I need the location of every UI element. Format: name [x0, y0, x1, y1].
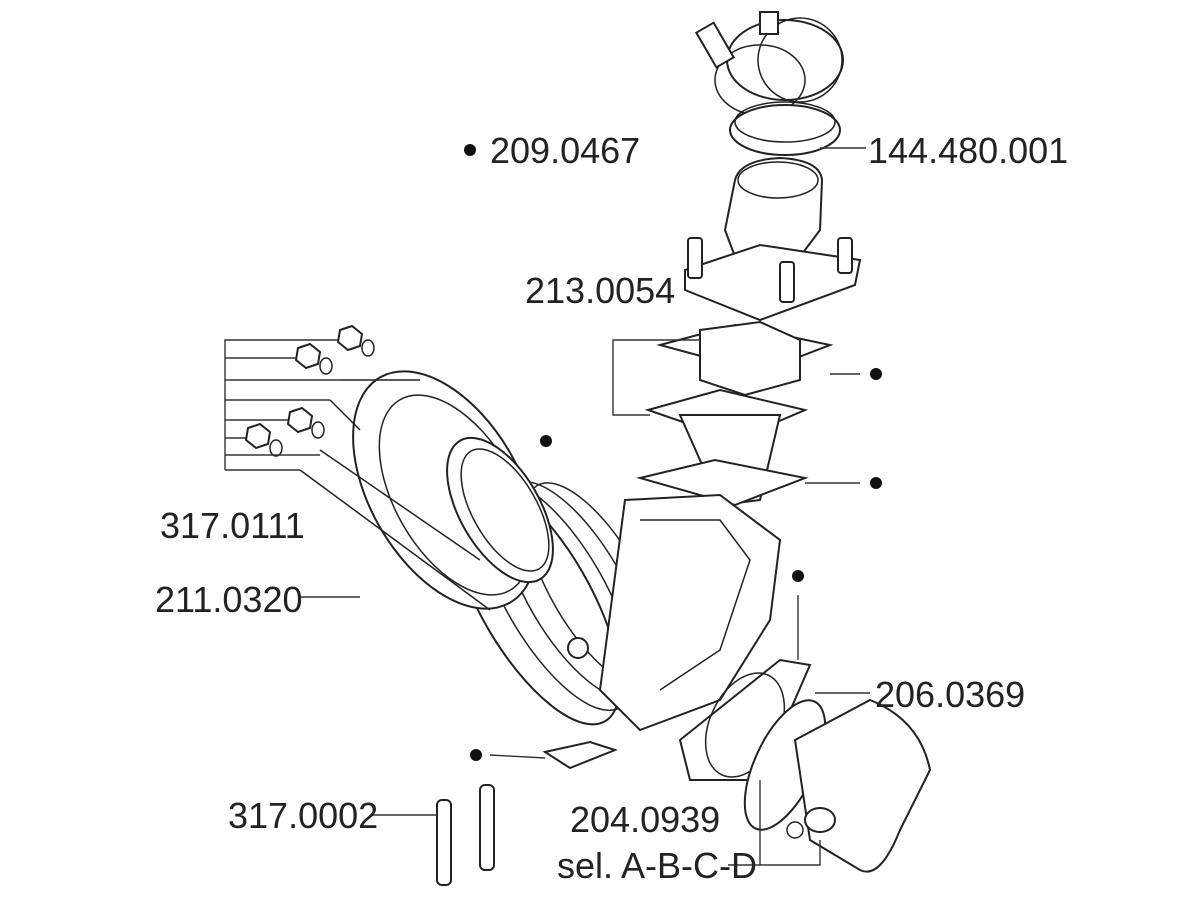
bullet-marker	[540, 435, 552, 447]
label-213-0054: 213.0054	[525, 270, 675, 311]
label-317-0111: 317.0111	[160, 505, 305, 546]
bullet-marker	[870, 477, 882, 489]
label-211-0320: 211.0320	[155, 579, 302, 620]
label-144-480-001: 144.480.001	[868, 130, 1068, 171]
intake-manifold-drawing	[684, 11, 862, 322]
gaskets-piston-drawing	[436, 658, 932, 886]
label-209-0467: 209.0467	[490, 130, 640, 171]
cylinder-head-drawing	[244, 324, 554, 611]
bullet-marker	[470, 749, 482, 761]
label-sel-a-b-c-d: sel. A-B-C-D	[557, 845, 757, 886]
label-317-0002: 317.0002	[228, 795, 378, 836]
bullet-marker	[792, 570, 804, 582]
bullet-marker	[870, 368, 882, 380]
bullet-marker	[464, 144, 476, 156]
label-206-0369: 206.0369	[875, 674, 1025, 715]
bullet-markers	[464, 144, 882, 761]
reed-valve-drawing	[636, 320, 834, 507]
leader-lines	[224, 147, 870, 866]
label-204-0939: 204.0939	[570, 799, 720, 840]
